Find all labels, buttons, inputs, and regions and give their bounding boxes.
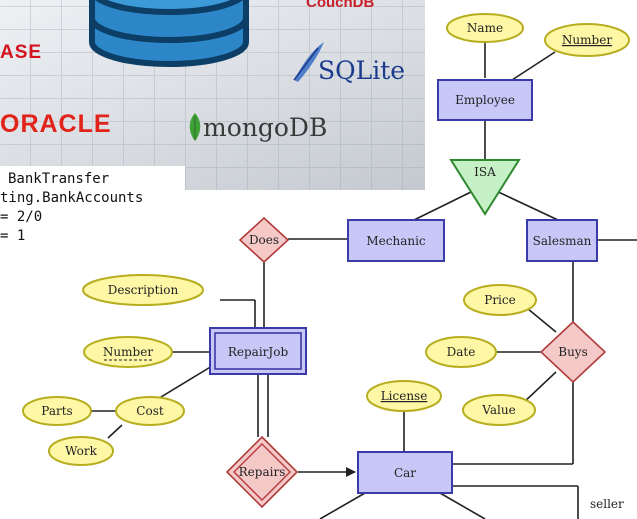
database-cylinder-icon (89, 0, 249, 67)
attribute-label: Work (65, 444, 97, 458)
relationship-label: ISA (474, 165, 496, 179)
relationship-repairs (225, 435, 299, 509)
code-line: ting.BankAccounts (0, 190, 144, 206)
attribute-cost (115, 396, 185, 426)
attribute-label: Cost (136, 404, 164, 418)
attribute-label: Name (467, 21, 503, 35)
entity-repairjob (209, 327, 307, 375)
entity-mechanic (347, 219, 445, 262)
mongodb-leaf-icon (189, 113, 201, 141)
relationship-does (238, 216, 290, 264)
attribute-work (48, 436, 114, 466)
relationship-label: Repairs (239, 465, 286, 479)
entity-label: Salesman (533, 234, 592, 248)
attribute-price (463, 284, 537, 316)
attribute-employee-number (544, 23, 630, 57)
attribute-label: Value (481, 403, 515, 417)
sqlite-logo: SQLite (318, 56, 406, 85)
oracle-logo: ORACLE (0, 110, 112, 138)
attribute-date (425, 336, 497, 368)
mongodb-logo: mongoDB (203, 113, 328, 142)
attribute-label: Price (484, 293, 515, 307)
database-logos-banner: CouchDB ASE SQLite ORACLE mongoDB (0, 0, 425, 190)
role-label-seller: seller (590, 497, 624, 511)
code-line: = 2/0 (0, 209, 43, 225)
attribute-label: Parts (41, 404, 72, 418)
entity-car (357, 451, 453, 494)
entity-label: Employee (455, 93, 515, 107)
relationship-label: Does (249, 233, 279, 247)
code-line: = 1 (0, 228, 26, 244)
attribute-employee-name (446, 13, 524, 43)
relationship-label: Buys (558, 345, 587, 359)
attribute-label: Description (108, 283, 179, 297)
attribute-value (462, 394, 536, 426)
attribute-label: Number (103, 345, 153, 359)
firebase-logo-fragment: ASE (0, 42, 43, 63)
relationship-buys (539, 320, 607, 384)
relationship-isa (449, 159, 521, 216)
entity-label: RepairJob (228, 345, 289, 359)
attribute-label: License (381, 389, 428, 403)
couchdb-logo: CouchDB (306, 0, 375, 11)
entity-employee (437, 79, 533, 121)
attribute-label: Number (562, 33, 612, 47)
code-line: BankTransfer (8, 171, 110, 187)
attribute-license (366, 380, 442, 412)
entity-label: Mechanic (366, 234, 426, 248)
entity-label: Car (394, 466, 416, 480)
code-snippet: BankTransfer ting.BankAccounts = 2/0 = 1 (0, 166, 185, 261)
attribute-parts (22, 396, 92, 426)
sqlite-feather-icon (293, 42, 324, 82)
entity-salesman (526, 219, 598, 262)
attribute-label: Date (447, 345, 476, 359)
attribute-description (82, 274, 204, 306)
